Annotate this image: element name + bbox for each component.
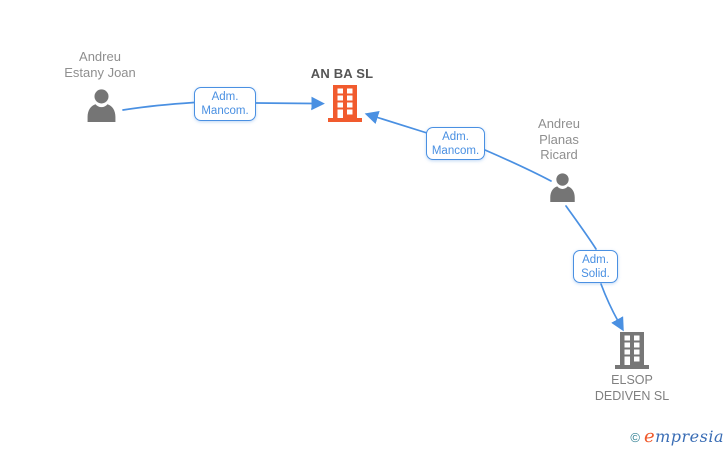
person2-name-line1: Andreu [538,116,580,131]
company1-building-icon[interactable] [326,84,364,122]
empresia-logo[interactable]: © empresia [630,426,724,447]
company2-label[interactable]: ELSOP DEDIVEN SL [562,372,702,404]
person2-icon[interactable] [548,173,577,202]
company2-name-line1: ELSOP [611,373,653,387]
edge-person1-to-label1 [122,101,195,111]
edge-label1-to-company1-arrow [255,96,325,111]
company1-title[interactable]: AN BA SL [310,66,374,81]
edge-person2-to-label3 [565,205,597,250]
edge-label2-to-company1-arrow [364,111,428,134]
edge-label3-line2: Solid. [581,267,610,280]
brand-rest: mpresia [655,427,724,446]
person1-label[interactable]: Andreu Estany Joan [30,49,170,80]
edge-label-adm-mancom-2[interactable]: Adm. Mancom. [426,127,485,160]
company2-name-line2: DEDIVEN SL [594,389,670,403]
person2-name-line2: Planas [539,131,579,147]
company2-building-icon[interactable] [613,331,651,369]
edge-label1-line1: Adm. [211,91,239,103]
edge-label3-to-company2-arrow [600,283,624,332]
person1-icon[interactable] [85,89,118,122]
person1-name-line2: Estany Joan [64,64,136,80]
brand-wordmark: empresia [644,426,724,447]
brand-initial: e [643,426,656,447]
edge-label2-line1: Adm. [442,130,469,143]
person2-label[interactable]: Andreu Planas Ricard [489,116,629,163]
copyright-icon: © [630,430,640,445]
edge-person2-to-label2 [484,149,552,182]
person1-name-line1: Andreu [79,49,121,64]
person2-name-line3: Ricard [540,147,578,162]
edge-label1-line2: Mancom. [201,105,249,117]
edge-label-adm-mancom-1[interactable]: Adm. Mancom. [194,87,256,121]
edge-label2-line2: Mancom. [431,144,480,157]
edge-label-adm-solid[interactable]: Adm. Solid. [573,250,618,283]
edge-label3-line1: Adm. [582,253,609,266]
